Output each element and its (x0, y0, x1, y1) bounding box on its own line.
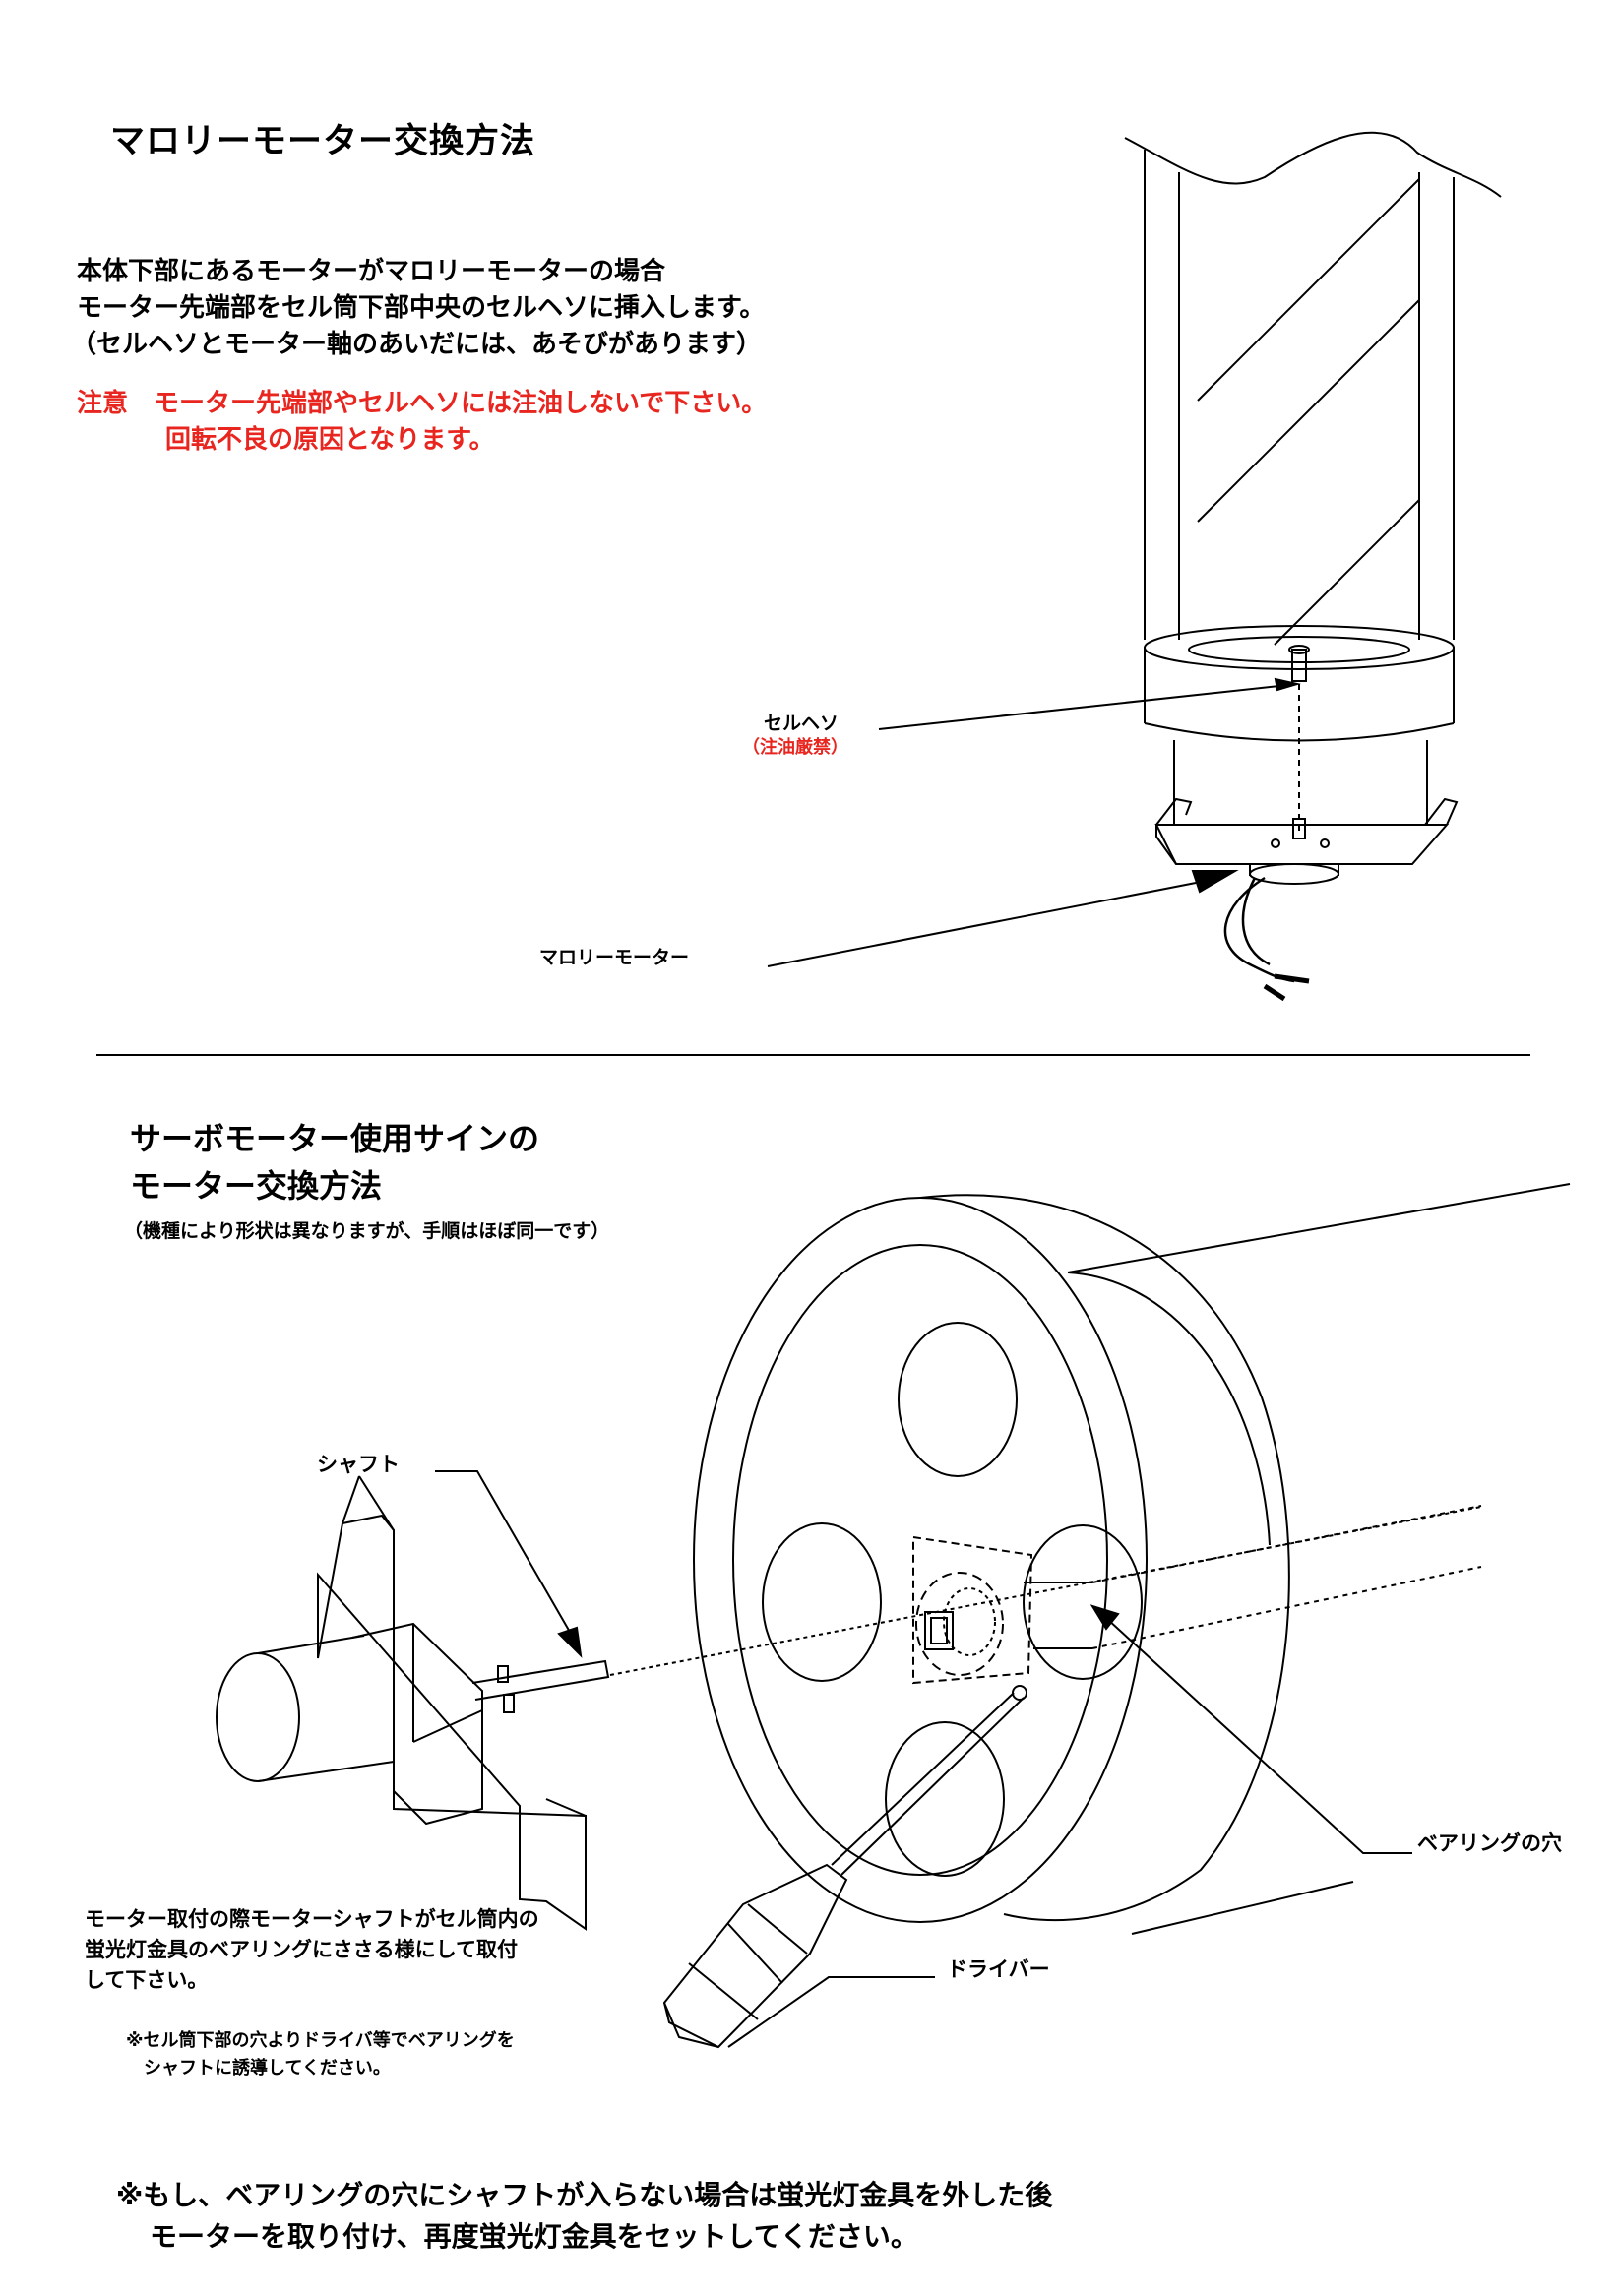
para-line: （セルヘソとモーター軸のあいだには、あそびがあります） (71, 330, 763, 359)
title-line: サーボモーター使用サインの (130, 1120, 540, 1157)
caution-line: 回転不良の原因となります。 (165, 425, 495, 455)
para-line: モーター先端部をセル筒下部中央のセルヘソに挿入します。 (77, 293, 766, 323)
label-shaft: シャフト (317, 1453, 400, 1476)
tip-block: ※セル筒下部の穴よりドライバ等でベアリングを シャフトに誘導してください。 (126, 2027, 515, 2082)
section1-leaders (767, 677, 1301, 967)
label-driver: ドライバー (947, 1957, 1050, 1981)
section1-title: マロリーモーター交換方法 (110, 122, 536, 161)
label-mallory-motor: マロリーモーター (539, 947, 690, 968)
servo-motor-illustration (216, 1475, 610, 1931)
instruction-block: モーター取付の際モーターシャフトがセル筒内の 蛍光灯金具のベアリングにささる様に… (85, 1904, 539, 1996)
label-no-oil: （注油厳禁） (742, 737, 848, 758)
title-line: モーター交換方法 (130, 1167, 383, 1205)
label-bearing-hole: ベアリングの穴 (1417, 1831, 1562, 1855)
tube-torn-top (1124, 131, 1502, 198)
section1-paragraph: 本体下部にあるモーターがマロリーモーターの場合 モーター先端部をセル筒下部中央の… (71, 254, 766, 363)
para-line: 本体下部にあるモーターがマロリーモーターの場合 (77, 257, 666, 286)
section2-title: サーボモーター使用サインの モーター交換方法 (130, 1115, 539, 1210)
tip-line: シャフトに誘導してください。 (144, 2058, 391, 2079)
footer-line: モーターを取り付け、再度蛍光灯金具をセットしてください。 (150, 2220, 918, 2253)
tip-line: ※セル筒下部の穴よりドライバ等でベアリングを (126, 2030, 515, 2051)
drum-illustration (609, 1183, 1571, 1935)
instruction-line: 蛍光灯金具のベアリングにささる様にして取付 (85, 1938, 518, 1961)
instruction-line: モーター取付の際モーターシャフトがセル筒内の (85, 1907, 539, 1931)
section2-leaders (435, 1470, 1412, 2048)
instruction-line: して下さい。 (85, 1968, 209, 1992)
caution-line: 注意 モーター先端部やセルヘソには注油しないで下さい。 (77, 389, 768, 418)
caution-block: 注意 モーター先端部やセルヘソには注油しないで下さい。 回転不良の原因となります… (77, 386, 767, 459)
section2-subtitle: （機種により形状は異なりますが、手順はほぼ同一です） (124, 1220, 610, 1242)
footer-note: ※もし、ベアリングの穴にシャフトが入らない場合は蛍光灯金具を外した後 モーターを… (116, 2175, 1052, 2258)
label-cell-heso: セルヘソ (764, 713, 840, 734)
screwdriver-illustration (662, 1685, 1027, 2049)
cell-tube-illustration (1124, 131, 1502, 1002)
footer-line: ※もし、ベアリングの穴にシャフトが入らない場合は蛍光灯金具を外した後 (116, 2179, 1053, 2211)
